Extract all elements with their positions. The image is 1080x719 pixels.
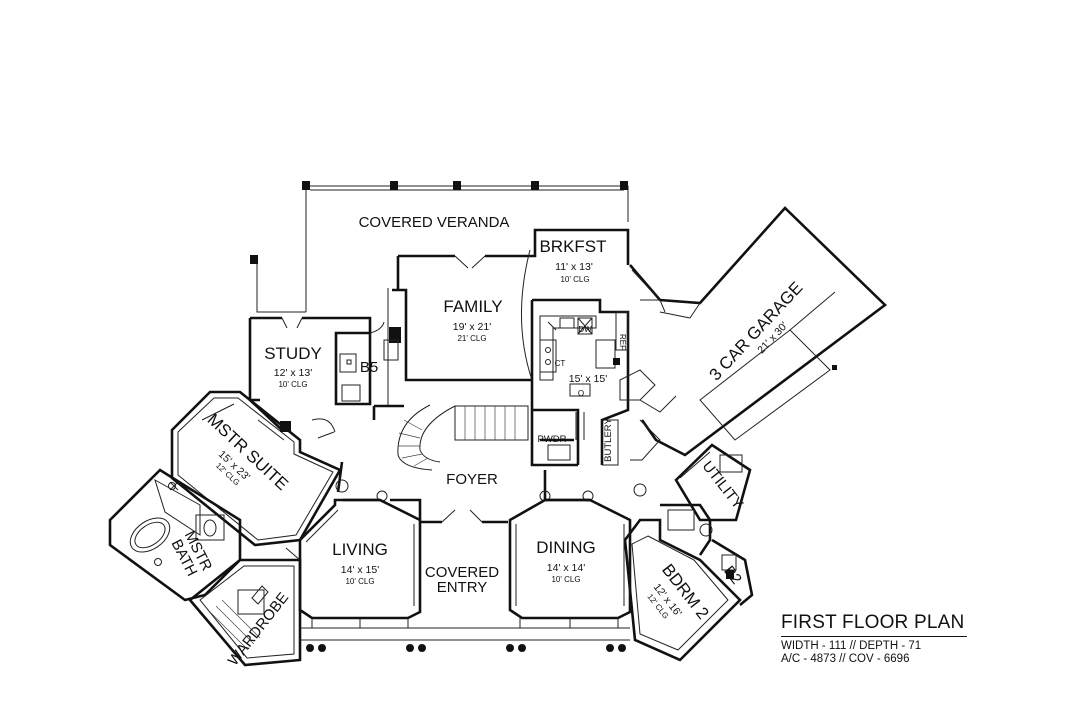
pwdr-label: PWDR: [537, 434, 566, 445]
living-label: LIVING: [332, 540, 388, 559]
study-label: STUDY: [264, 344, 322, 363]
family-label: FAMILY: [443, 297, 502, 316]
living-ceiling: 10' CLG: [345, 577, 374, 586]
covered-entry-label-1: COVERED: [425, 564, 499, 581]
brkfst-size: 11' x 13': [555, 261, 593, 273]
master-bath-walls: [108, 468, 242, 602]
brkfst-ceiling: 10' CLG: [560, 275, 589, 284]
living-size: 14' x 15': [341, 564, 379, 576]
study-size: 12' x 13': [274, 367, 312, 379]
dining-walls: [508, 498, 632, 620]
bedroom2-walls: [623, 503, 754, 662]
plan-area: A/C - 4873 // COV - 6696: [781, 653, 910, 665]
foyer-label: FOYER: [446, 471, 498, 488]
kitchen-dw: DW: [578, 325, 592, 334]
plan-info-block: FIRST FLOOR PLAN WIDTH - 111 // DEPTH - …: [781, 612, 967, 666]
kitchen-walls: [530, 298, 630, 467]
dining-size: 14' x 14': [547, 562, 585, 574]
covered-veranda-label: COVERED VERANDA: [359, 214, 510, 231]
family-size: 19' x 21': [453, 321, 491, 333]
study-ceiling: 10' CLG: [278, 380, 307, 389]
kitchen-size: 15' x 15': [569, 373, 607, 385]
b5-label: B5: [360, 359, 378, 376]
utility-walls: [674, 443, 752, 522]
covered-entry-label-2: ENTRY: [437, 579, 488, 596]
garage-walls: [619, 206, 887, 461]
plan-title-rule: [781, 636, 967, 637]
room-labels: COVERED VERANDA BRKFST 11' x 13' 10' CLG…: [168, 214, 807, 669]
front-porch: [300, 618, 630, 652]
kitchen-ct: CT: [555, 359, 566, 368]
dining-ceiling: 10' CLG: [551, 575, 580, 584]
dining-label: DINING: [536, 538, 596, 557]
kitchen-oven: O: [578, 389, 584, 398]
plan-dimensions: WIDTH - 111 // DEPTH - 71: [781, 640, 922, 652]
plan-title: FIRST FLOOR PLAN: [781, 612, 965, 633]
brkfst-label: BRKFST: [539, 237, 606, 256]
family-ceiling: 21' CLG: [457, 334, 486, 343]
butlery-label: BUTLERY: [603, 418, 614, 462]
study-walls: [248, 316, 399, 431]
covered-veranda-outline: [250, 181, 629, 313]
staircase: [372, 404, 529, 471]
utility-label: UTILITY: [699, 458, 747, 512]
living-walls: [285, 498, 422, 620]
kitchen-ref: REF: [618, 334, 627, 350]
family-room-walls: [387, 228, 630, 407]
